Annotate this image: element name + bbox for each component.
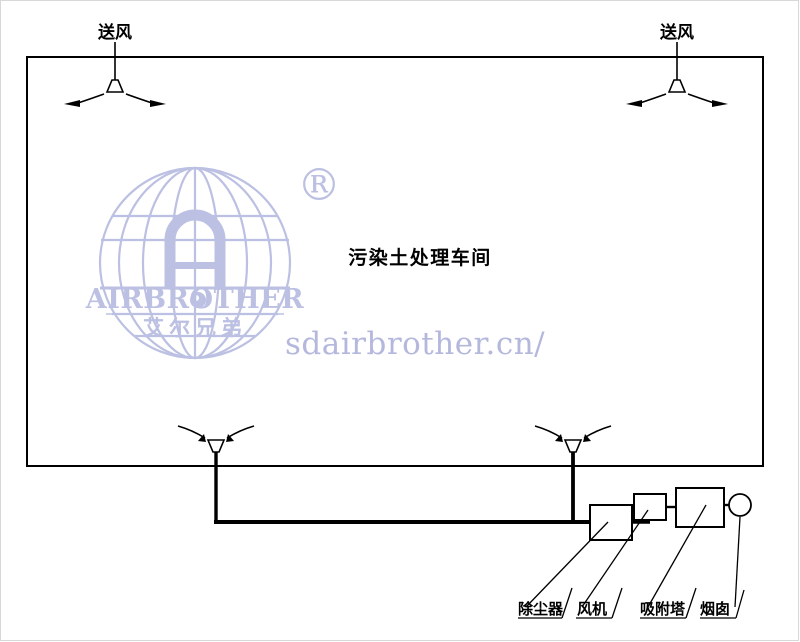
globe-monogram-bar: [170, 262, 220, 269]
label-adsorption-tower: 吸附塔: [640, 600, 686, 618]
supply-airflow-arrow-right-a: [639, 93, 667, 104]
watermark-brand-cn: 艾尔兄弟: [143, 316, 247, 340]
leader-line-dust-collector: [525, 521, 609, 608]
supply-label-right: 送风: [660, 22, 694, 43]
inner-globe-highlight: [193, 295, 199, 301]
exhaust-airflow-arrow-left-b: [226, 425, 255, 439]
supply-airflow-arrowhead-left-a: [64, 100, 80, 107]
supply-diffuser-cone-left: [105, 79, 125, 93]
watermark-registered-mark: ®: [297, 160, 341, 211]
watermark-url: sdairbrother.cn/: [285, 326, 545, 362]
exhaust-intake-cone-right: [563, 439, 583, 453]
leader-line-fan: [581, 509, 649, 608]
label-tick-fan: [611, 587, 623, 619]
supply-airflow-arrowhead-left-b: [150, 100, 166, 107]
supply-diffuser-right: [626, 42, 728, 107]
fan-box: [633, 493, 667, 521]
workshop-title: 污染土处理车间: [348, 246, 492, 269]
exhaust-intake-right: [534, 425, 612, 522]
supply-airflow-arrow-left-b: [125, 93, 153, 104]
leader-line-adsorption-tower: [647, 504, 707, 608]
leader-line-chimney: [734, 516, 741, 608]
exhaust-intake-cone-left: [206, 439, 226, 453]
supply-airflow-arrow-right-b: [687, 93, 715, 104]
building-outline: [26, 56, 764, 467]
exhaust-airflow-arrow-right-a: [534, 425, 563, 439]
supply-airflow-arrowhead-right-b: [712, 100, 728, 107]
exhaust-airflow-arrow-left-a: [177, 425, 206, 439]
label-dust-collector: 除尘器: [518, 600, 564, 618]
watermark-brand-en: AIRBROTHER: [85, 284, 304, 315]
supply-airflow-arrowhead-right-a: [626, 100, 642, 107]
chimney-symbol: [728, 493, 752, 517]
globe-monogram-a: [164, 209, 226, 288]
exhaust-intake-left: [177, 425, 255, 522]
exhaust-airflow-arrowhead-right-b: [583, 434, 591, 442]
supply-airflow-arrow-left-a: [77, 93, 105, 104]
label-fan: 风机: [577, 600, 607, 618]
supply-diffuser-cone-right: [667, 79, 687, 93]
exhaust-airflow-arrowhead-left-b: [226, 434, 234, 442]
supply-diffuser-left: [64, 42, 166, 107]
exhaust-airflow-arrowhead-left-a: [198, 434, 206, 442]
label-chimney: 烟囱: [700, 600, 730, 618]
adsorption-tower-box: [675, 487, 725, 528]
label-tick-adsorption-tower: [685, 587, 697, 619]
watermark-globe-logo: [98, 166, 292, 360]
supply-label-left: 送风: [98, 22, 132, 43]
exhaust-airflow-arrow-right-b: [583, 425, 612, 439]
label-tick-dust-collector: [561, 587, 573, 619]
exhaust-airflow-arrowhead-right-a: [555, 434, 563, 442]
label-tick-chimney: [735, 589, 745, 619]
